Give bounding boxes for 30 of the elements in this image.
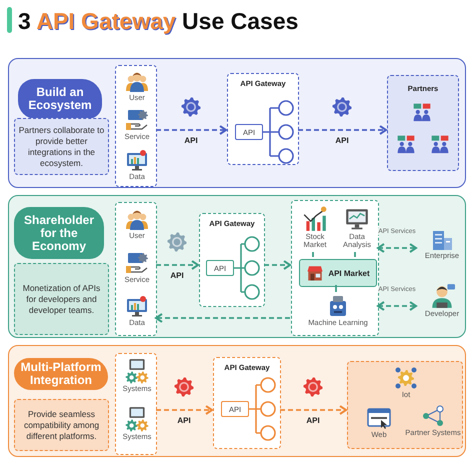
section-panel [8,195,466,338]
section-heading: Build an Ecosystem [18,79,102,119]
arrow [377,301,417,311]
arrow [264,260,291,270]
market-label: API Market [328,268,370,278]
section-heading: Shareholder for the Economy [14,207,104,259]
dashed-group-box [291,200,379,336]
gateway-box [227,73,299,165]
section-panel [8,345,466,457]
dashed-group-box [115,202,157,336]
gateway-box [199,213,265,307]
description-card: Partners collaborate to provide better integrations in the ecosystem. [14,118,109,175]
partners-box [387,75,459,171]
api-market-card [299,259,377,287]
dashed-group-box [347,361,463,449]
dashed-group-box [115,65,157,187]
arrow [156,405,213,415]
arrow [298,125,387,135]
arrow [280,405,347,415]
description-card: Provide seamless compatibility among different platforms. [14,399,109,451]
gateway-box [213,357,281,449]
arrow [377,243,417,253]
arrow [156,260,199,270]
page-title: 3 API Gateway Use Cases [18,8,298,35]
dashed-group-box [115,353,157,455]
arrow [156,125,227,135]
arrow [155,313,290,323]
section-heading: Multi-Platform Integration [14,358,108,390]
section-panel [8,58,466,188]
description-card: Monetization of APIs for developers and developer teams. [14,263,109,335]
